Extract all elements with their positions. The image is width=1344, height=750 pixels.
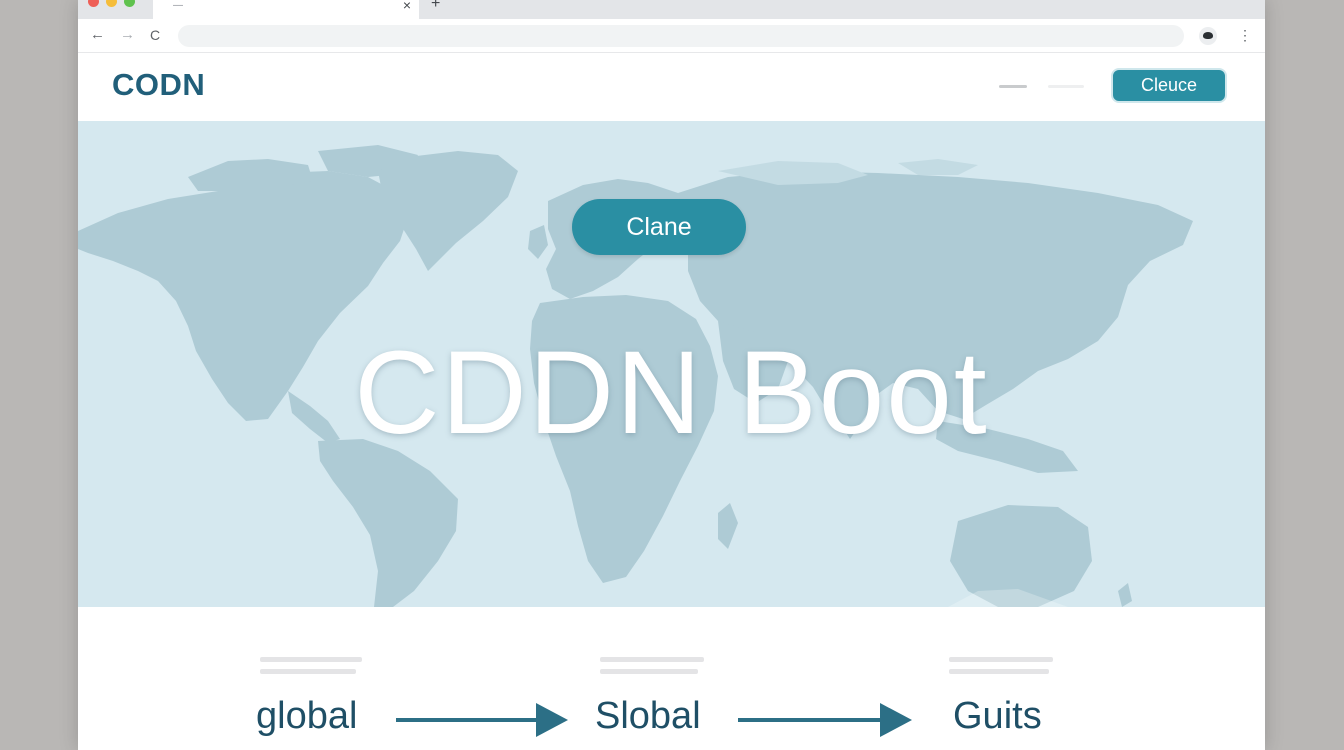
browser-tab[interactable]: — × xyxy=(153,0,419,19)
address-bar[interactable] xyxy=(178,25,1184,47)
browser-toolbar: ← → C ⋮ xyxy=(78,19,1265,53)
flow-step-label: global xyxy=(256,695,358,737)
close-window-button[interactable] xyxy=(88,0,99,7)
text-placeholder xyxy=(600,657,704,681)
header-cta-button[interactable]: Cleuce xyxy=(1111,68,1227,103)
text-placeholder xyxy=(260,657,362,681)
hero-section: Clane CDDN Boot xyxy=(78,121,1265,607)
site-logo[interactable]: CODN xyxy=(112,67,206,102)
back-arrow-icon[interactable]: ← xyxy=(90,26,105,43)
world-map xyxy=(78,145,1193,607)
site-header: CODN Cleuce xyxy=(78,53,1265,121)
plus-icon[interactable]: + xyxy=(431,0,441,12)
hero-title: CDDN Boot xyxy=(354,327,989,459)
right-arrow-icon xyxy=(396,703,568,737)
text-placeholder xyxy=(949,657,1053,681)
forward-arrow-icon[interactable]: → xyxy=(120,26,135,43)
reload-icon[interactable]: C xyxy=(150,27,161,43)
tab-title: — xyxy=(173,0,183,11)
minimize-window-button[interactable] xyxy=(106,0,117,7)
window-controls xyxy=(88,0,135,10)
profile-icon[interactable] xyxy=(1199,27,1217,45)
nav-link-placeholder[interactable] xyxy=(1048,85,1084,88)
maximize-window-button[interactable] xyxy=(124,0,135,7)
flow-section: global Slobal Guits xyxy=(78,607,1265,750)
close-icon[interactable]: × xyxy=(402,0,411,13)
right-arrow-icon xyxy=(738,703,912,737)
flow-step-label: Guits xyxy=(953,695,1042,737)
browser-window: — × + ← → C ⋮ CODN Cleuce xyxy=(78,0,1265,750)
hero-cta-button[interactable]: Clane xyxy=(572,199,746,255)
nav-link-placeholder[interactable] xyxy=(999,85,1027,88)
flow-step-label: Slobal xyxy=(595,695,701,737)
tab-strip: — × + xyxy=(78,0,1265,19)
kebab-menu-icon[interactable]: ⋮ xyxy=(1238,27,1252,43)
